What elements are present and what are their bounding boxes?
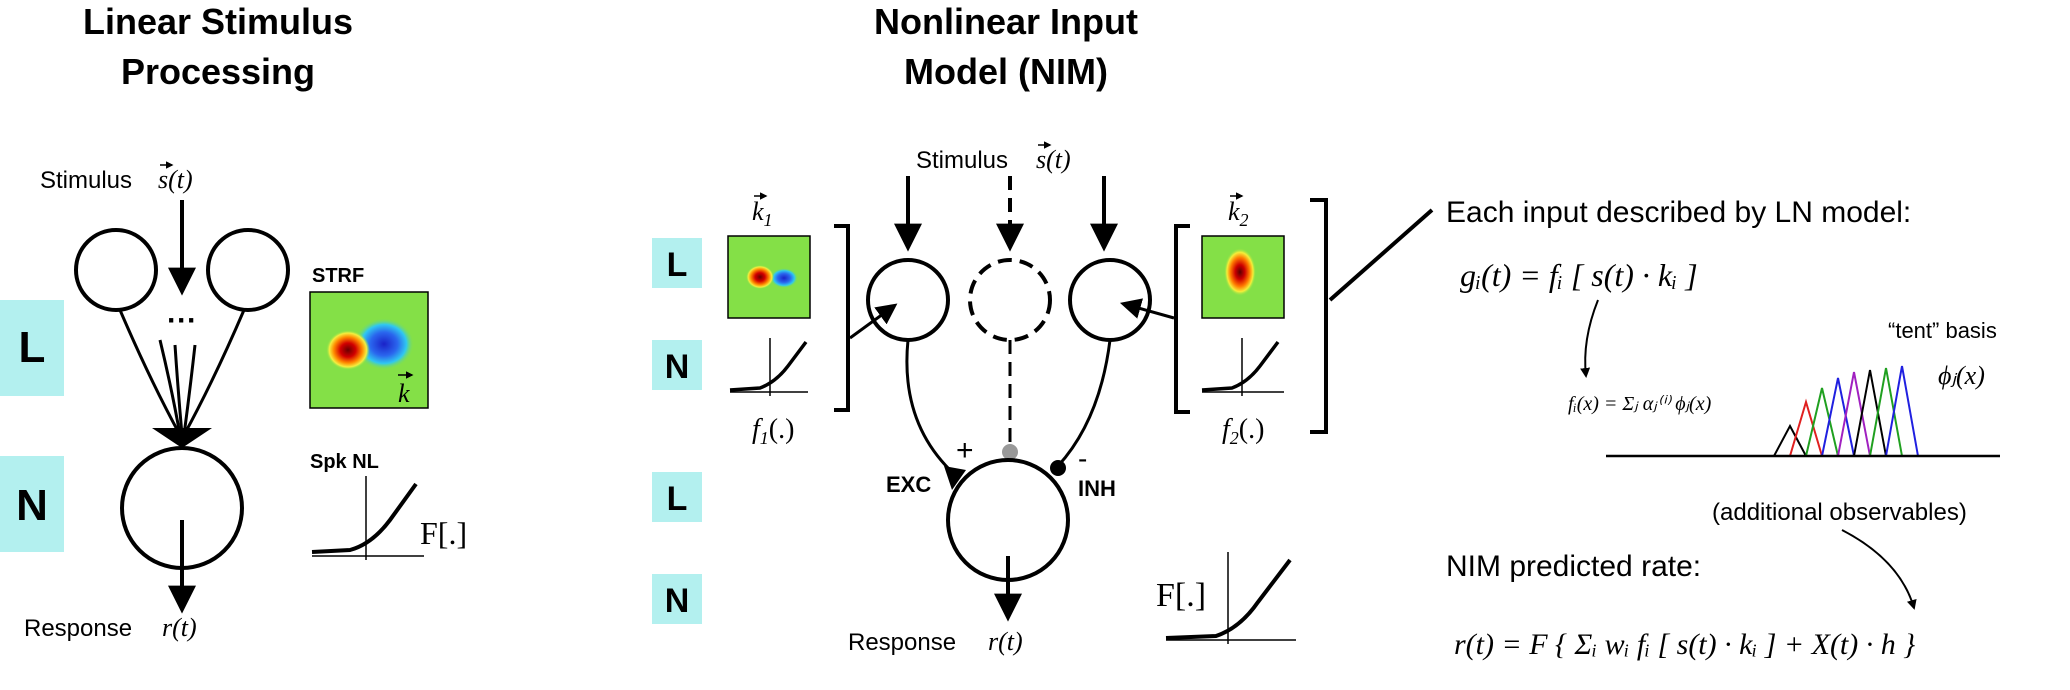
center-subunit-circle-1 — [866, 258, 950, 342]
rate-heading: NIM predicted rate: — [1446, 550, 1701, 583]
center-title-line2: Model (NIM) — [904, 51, 1108, 92]
f2-symbol: f2(.) — [1222, 414, 1264, 448]
strf-cold-region — [354, 318, 414, 370]
tent-basis-group — [1773, 365, 1919, 457]
k2-symbol: k2 — [1228, 197, 1249, 230]
left-panel: Linear Stimulus Processing Stimulus s(t)… — [0, 1, 467, 642]
center-tag-l-top-box — [652, 238, 702, 288]
center-tag-n-top: N — [665, 348, 690, 386]
tent-basis-1 — [1773, 423, 1807, 457]
center-tag-n-bottom: N — [665, 582, 690, 620]
center-stimulus-symbol: s(t) — [1036, 145, 1071, 174]
center-tag-l-bottom: L — [667, 480, 688, 518]
k2-bracket-left — [1174, 224, 1190, 414]
center-response-label: Response — [848, 629, 956, 656]
left-dots: ··· — [167, 304, 197, 337]
tent-basis-4 — [1821, 377, 1855, 457]
basis-equation: fᵢ(x) = Σⱼ αⱼ⁽ⁱ⁾ ϕⱼ(x) — [1568, 393, 1712, 415]
left-stimulus-symbol: s(t) — [158, 165, 193, 194]
spike-nl-curve — [1165, 558, 1292, 640]
center-tag-l-top: L — [667, 246, 688, 284]
inh-synapse — [1050, 460, 1066, 476]
left-tag-l: L — [19, 323, 46, 372]
tent-basis-7 — [1869, 367, 1903, 457]
tent-basis-2 — [1789, 398, 1823, 457]
left-converge-line-5 — [182, 309, 246, 436]
center-title-line1: Nonlinear Input — [874, 1, 1138, 42]
k1-symbol: k1 — [752, 197, 773, 230]
right-panel: Each input described by LN model: gᵢ(t) … — [1446, 196, 2000, 661]
spk-nl-curve — [311, 482, 418, 554]
minus-sign: - — [1078, 443, 1087, 474]
left-stimulus-label: Stimulus — [40, 167, 132, 194]
rate-equation: r(t) = F { Σᵢ wᵢ fᵢ [ s(t) · kᵢ ] + X(t)… — [1454, 628, 1915, 661]
left-tag-n: N — [16, 481, 48, 530]
basis-symbol: ϕⱼ(x) — [1938, 361, 1985, 390]
center-tag-l-bottom-box — [652, 472, 702, 522]
f1-curve — [729, 340, 808, 392]
f1-to-circle-arrow — [849, 303, 898, 340]
inh-connection — [1056, 339, 1112, 468]
left-converge-arrowhead — [152, 428, 212, 448]
center-tag-n-bottom-box — [652, 574, 702, 624]
k2-hot-region — [1224, 248, 1256, 296]
center-subunit-circle-2 — [968, 258, 1052, 342]
f1-symbol: f1(.) — [752, 414, 794, 448]
left-converge-line-1 — [118, 309, 182, 436]
spike-nl-symbol: F[.] — [1156, 577, 1206, 614]
left-converge-line-2 — [158, 339, 182, 436]
spk-nl-symbol: F[.] — [420, 515, 467, 551]
spk-nl-label: Spk NL — [310, 451, 379, 473]
plus-sign: + — [956, 434, 974, 467]
left-converge-line-3 — [173, 344, 184, 436]
left-input-circle-2 — [206, 228, 290, 312]
left-response-label: Response — [24, 615, 132, 642]
left-tag-l-box — [0, 300, 64, 396]
tent-basis-8 — [1885, 365, 1919, 457]
f2-to-circle-arrow — [1119, 298, 1175, 320]
center-subunit-circle-3 — [1068, 258, 1152, 342]
left-title-line1: Linear Stimulus — [83, 1, 353, 42]
ln-equation: gᵢ(t) = fᵢ [ s(t) · kᵢ ] — [1460, 257, 1698, 293]
center-panel: Nonlinear Input Model (NIM) Stimulus s(t… — [652, 1, 1434, 656]
f2-curve — [1201, 340, 1280, 392]
exc-synapse — [944, 466, 966, 490]
ln-heading: Each input described by LN model: — [1446, 196, 1911, 229]
left-converge-line-4 — [182, 344, 197, 436]
center-tag-n-top-box — [652, 340, 702, 390]
ln-callout-line — [1328, 208, 1434, 302]
strf-symbol: k — [398, 379, 410, 408]
k1-cold-region — [770, 268, 798, 288]
k1-hot-region — [746, 265, 774, 289]
basis-label: “tent” basis — [1888, 318, 1997, 343]
left-input-circle-1 — [74, 228, 158, 312]
dashed-synapse — [1002, 444, 1018, 460]
strf-label: STRF — [312, 265, 364, 287]
exc-connection — [905, 339, 952, 472]
observables-label: (additional observables) — [1712, 499, 1967, 526]
center-response-symbol: r(t) — [988, 627, 1023, 656]
tent-basis-6 — [1853, 369, 1887, 457]
tent-basis-5 — [1837, 371, 1871, 457]
fi-to-basis-arrow — [1580, 299, 1599, 378]
k2-bracket-right — [1310, 198, 1328, 434]
left-tag-n-box — [0, 456, 64, 552]
inh-label: INH — [1078, 476, 1116, 501]
left-title-line2: Processing — [121, 51, 315, 92]
center-stimulus-label: Stimulus — [916, 147, 1008, 174]
tent-basis-3 — [1805, 387, 1839, 457]
strf-hot-region — [326, 330, 370, 370]
exc-label: EXC — [886, 472, 931, 497]
k1-bracket — [834, 224, 850, 412]
left-response-symbol: r(t) — [162, 613, 197, 642]
observables-arrow — [1841, 529, 1917, 610]
